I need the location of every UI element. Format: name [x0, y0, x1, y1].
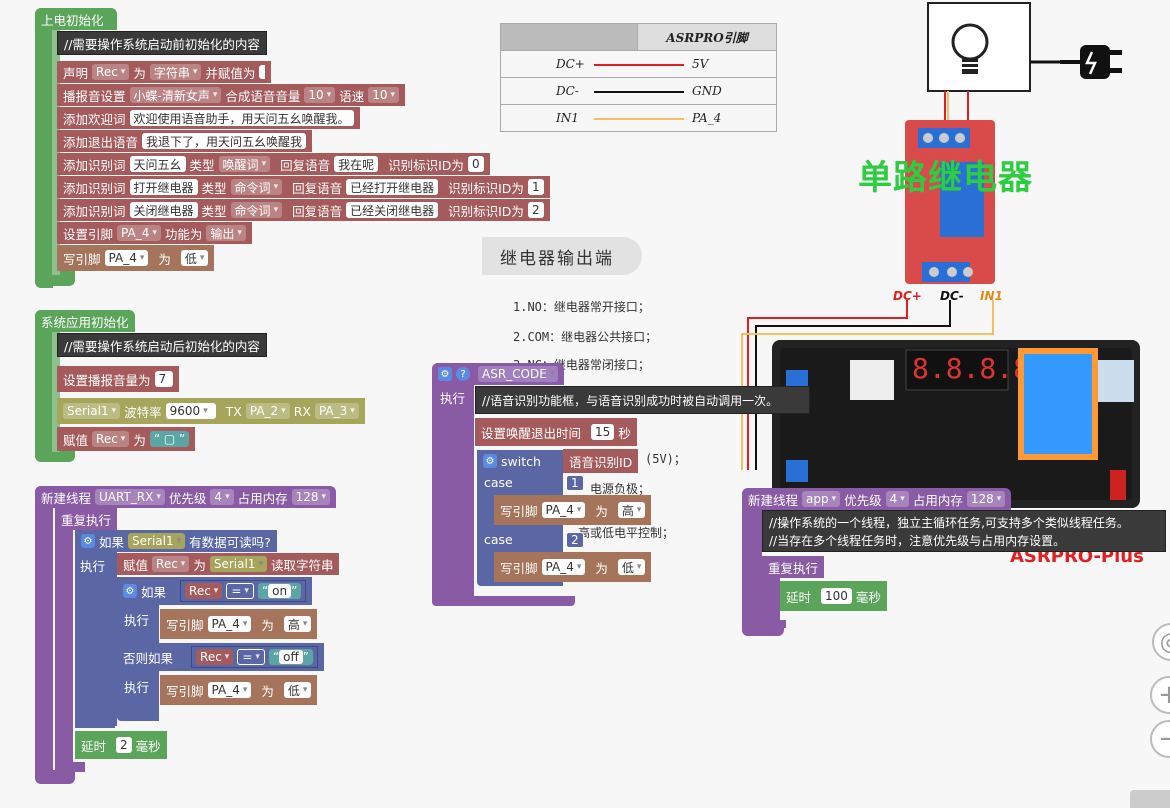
loop-block[interactable]: 重复执行 — [55, 508, 118, 530]
power-init-hat[interactable]: 上电初始化 — [35, 8, 117, 30]
help-icon[interactable]: ? — [456, 367, 470, 381]
elseif-block[interactable]: 否则如果 Rec=“ off ” — [117, 643, 324, 671]
relay-label: 单路继电器 — [858, 158, 1033, 198]
switch-block[interactable]: ⚙switch — [477, 450, 547, 472]
dc-minus-label: DC- — [940, 289, 964, 303]
sys-init-comment[interactable]: //需要操作系统启动后初始化的内容 — [57, 333, 267, 357]
asr-id-block[interactable]: 语音识别ID — [563, 449, 639, 473]
word-block-1[interactable]: 添加识别词打开继电器类型命令词回复语音已经打开继电器识别标识ID为1 — [57, 176, 550, 198]
exit-block[interactable]: 添加退出语音我退下了，用天问五幺唤醒我 — [57, 130, 313, 152]
relay-item-2: 2.COM：继电器公共接口； — [513, 330, 658, 344]
voice-dropdown[interactable]: 小蝶-清新女声 — [129, 87, 222, 103]
asr-code-hat[interactable]: ⚙?ASR_CODE — [432, 363, 565, 385]
gear-icon[interactable]: ⚙ — [438, 367, 452, 381]
trash-icon[interactable] — [1130, 790, 1170, 808]
sys-init-hat[interactable]: 系统应用初始化 — [35, 310, 135, 332]
word-block-2[interactable]: 添加识别词关闭继电器类型命令词回复语音已经关闭继电器识别标识ID为2 — [57, 199, 550, 221]
case-2-value[interactable]: 2 — [566, 532, 584, 548]
do-label: 执行 — [80, 559, 106, 574]
recenter-icon[interactable]: ◎ — [1152, 623, 1170, 661]
dc-plus-label: DC+ — [893, 289, 922, 303]
zoom-in-icon[interactable]: + — [1150, 676, 1170, 714]
var-dropdown[interactable]: Rec — [92, 64, 130, 80]
hardware-illustration: 8.8.8.8 — [741, 2, 1140, 508]
read-assign-block[interactable]: 赋值Rec为Serial1读取字符串 — [117, 553, 340, 575]
app-comment[interactable]: //操作系统的一个线程，独立主循环任务,可支持多个类似线程任务。//当存在多个线… — [762, 510, 1166, 552]
type-dropdown[interactable]: 字符串 — [149, 64, 202, 80]
gear-icon[interactable]: ⚙ — [123, 584, 137, 598]
speed-dropdown[interactable]: 10 — [368, 87, 400, 103]
relay-item-1: 1.NO：继电器常开接口； — [513, 300, 650, 314]
exit-text[interactable]: 我退下了，用天问五幺唤醒我 — [142, 133, 307, 149]
relay-output-title: 继电器输出端 — [482, 237, 642, 275]
power-init-title: 上电初始化 — [41, 12, 104, 28]
plug-icon — [1060, 45, 1122, 79]
welcome-block[interactable]: 添加欢迎词欢迎使用语音助手，用天问五幺唤醒我。 — [57, 107, 360, 129]
pin-table-header: ASRPRO引脚 — [637, 23, 777, 51]
in1-label: IN1 — [980, 289, 1003, 303]
zoom-out-icon[interactable]: − — [1150, 720, 1170, 758]
gear-icon[interactable]: ⚙ — [81, 534, 95, 548]
welcome-text[interactable]: 欢迎使用语音助手，用天问五幺唤醒我。 — [129, 110, 354, 126]
app-thread-hat[interactable]: 新建线程app优先级4占用内存128 — [742, 488, 1012, 510]
gear-icon[interactable]: ⚙ — [483, 454, 497, 468]
declare-block[interactable]: 声明Rec为字符串并赋值为 — [57, 61, 272, 83]
serial-begin-block[interactable]: Serial1波特率9600TXPA_2RXPA_3 — [57, 398, 365, 424]
lightbulb-icon — [951, 23, 989, 74]
app-loop-block[interactable]: 重复执行 — [762, 556, 825, 578]
asr-do-label: 执行 — [440, 391, 466, 406]
if-block[interactable]: ⚙如果Serial1有数据可读吗? — [75, 530, 277, 552]
case-1-value[interactable]: 1 — [566, 475, 584, 491]
volume-dropdown[interactable]: 10 — [304, 87, 336, 103]
word-block-0[interactable]: 添加识别词天问五幺类型唤醒词回复语音我在呢识别标识ID为0 — [57, 153, 490, 175]
power-init-comment[interactable]: //需要操作系统启动前初始化的内容 — [57, 31, 267, 55]
svg-text:8.8.8.8: 8.8.8.8 — [912, 352, 1030, 385]
inner-if-block[interactable]: ⚙如果 Rec=“ on ” — [117, 577, 313, 605]
power-init-group — [35, 8, 295, 288]
assign-block[interactable]: 赋值Rec为“ ▢ ” — [57, 427, 196, 451]
asr-comment[interactable]: //语音识别功能框，与语音识别成功时被自动调用一次。 — [475, 386, 810, 414]
